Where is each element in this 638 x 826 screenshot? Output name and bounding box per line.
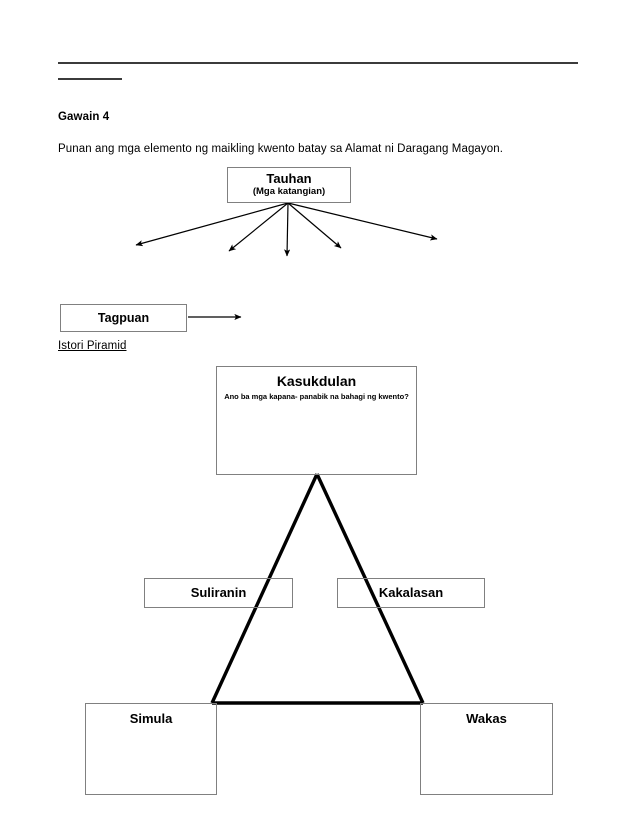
tauhan-arrow-3	[284, 202, 291, 257]
node-suliranin[interactable]: Suliranin	[144, 578, 293, 608]
node-wakas-title: Wakas	[466, 711, 507, 726]
node-kasukdulan-title: Kasukdulan	[276, 373, 357, 389]
tauhan-arrow-5	[287, 202, 438, 241]
instruction-text: Punan ang mga elemento ng maikling kwent…	[58, 143, 504, 155]
answer-rule-short	[58, 78, 122, 80]
node-tagpuan-title: Tagpuan	[97, 311, 150, 325]
node-simula-title: Simula	[129, 711, 173, 726]
tauhan-arrow-4	[287, 202, 342, 249]
tauhan-arrow-1	[135, 202, 289, 247]
tauhan-arrow-2	[228, 202, 289, 252]
node-kakalasan-title: Kakalasan	[378, 584, 444, 600]
tauhan-arrow-fan	[135, 202, 438, 257]
node-kasukdulan-subtitle: Ano ba mga kapana- panabik na bahagi ng …	[224, 391, 409, 401]
node-tauhan-subtitle: (Mga katangian)	[252, 186, 326, 198]
answer-rule-long	[58, 62, 578, 64]
node-simula[interactable]: Simula	[85, 703, 217, 795]
node-suliranin-title: Suliranin	[190, 584, 247, 600]
section-label-istori-piramid: Istori Piramid	[58, 340, 127, 352]
node-kakalasan[interactable]: Kakalasan	[337, 578, 485, 608]
node-kasukdulan[interactable]: Kasukdulan Ano ba mga kapana- panabik na…	[216, 366, 417, 475]
node-wakas[interactable]: Wakas	[420, 703, 553, 795]
node-tauhan-title: Tauhan	[266, 170, 312, 186]
node-tauhan[interactable]: Tauhan (Mga katangian)	[227, 167, 351, 203]
node-tagpuan[interactable]: Tagpuan	[60, 304, 187, 332]
page-title: Gawain 4	[58, 111, 110, 123]
